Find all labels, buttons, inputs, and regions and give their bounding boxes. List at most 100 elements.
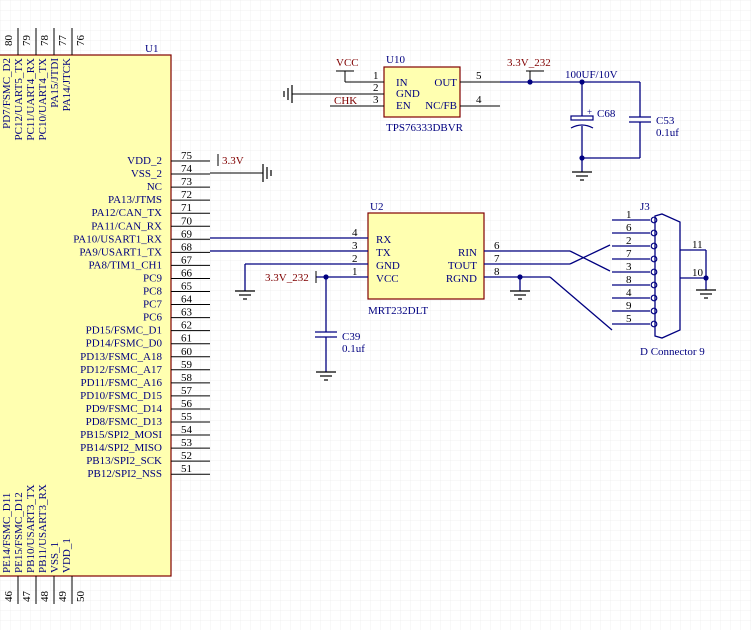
u10-pin-gnd: GND <box>396 88 420 100</box>
c68-value: 100UF/10V <box>565 69 618 81</box>
u1-bottom-pin-name: VDD_1 <box>61 538 73 573</box>
u1-pin-name: PD12/FSMC_A17 <box>80 364 162 376</box>
chk-net-port[interactable]: CHK <box>334 95 357 107</box>
u2-pin-num-7: 7 <box>494 253 500 265</box>
u1-top-pin-num: 77 <box>57 35 69 47</box>
u1-bottom-pin-name: PB10/USART3_TX <box>25 484 37 573</box>
j3-shell <box>654 213 681 339</box>
u1-pin-name: PD13/FSMC_A18 <box>80 351 162 363</box>
c53-capacitor[interactable]: C53 0.1uf <box>579 82 679 161</box>
c53-designator: C53 <box>656 115 675 127</box>
u2-pin-num-8: 8 <box>494 266 500 278</box>
rs232-wires[interactable] <box>484 244 613 331</box>
u2-pin-num-2: 2 <box>352 253 358 265</box>
u1-designator: U1 <box>145 43 158 55</box>
u1-pin-name: PD9/FSMC_D14 <box>86 403 163 415</box>
u10-part-number: TPS76333DBVR <box>386 122 464 134</box>
u10-gnd-ground[interactable] <box>283 85 293 103</box>
j3-pin-socket <box>650 307 658 315</box>
u1-top-pin-num: 76 <box>75 35 87 47</box>
c53-value: 0.1uf <box>656 127 679 139</box>
u1-pin-num: 68 <box>181 241 193 253</box>
u1-pin-name: PD14/FSMC_D0 <box>86 338 163 350</box>
u1-pin-name: PB13/SPI2_SCK <box>86 455 162 467</box>
u1-pin-name: PC6 <box>143 312 162 324</box>
u1-vdd2-power-port[interactable]: 3.3V <box>217 154 244 167</box>
u1-pin-num: 60 <box>181 346 193 358</box>
u10-pin-en: EN <box>396 100 411 112</box>
u10-pin-nc: NC/FB <box>425 100 457 112</box>
u1-bottom-pin-name: PB11/USART3_RX <box>37 484 49 573</box>
j3-pin-socket <box>650 229 658 237</box>
u2-pin-gnd: GND <box>376 260 400 272</box>
u2-vcc-net-label: 3.3V_232 <box>265 272 309 284</box>
u1-pin-num: 67 <box>181 254 193 266</box>
u1-bottom-pin-num: 49 <box>57 591 69 603</box>
u1-bottom-pin-name: VSS_1 <box>49 542 61 573</box>
c68-designator: C68 <box>597 108 616 120</box>
u1-bottom-pin-name: PE15/FSMC_D12 <box>13 492 25 573</box>
vcc-net-label: VCC <box>336 57 359 69</box>
j3-pin-num: 6 <box>626 222 632 234</box>
u10-pin-num-4: 4 <box>476 94 482 106</box>
u1-pin-num: 53 <box>181 437 193 449</box>
u10-pin-out: OUT <box>434 77 457 89</box>
j3-pin-num: 3 <box>626 261 632 273</box>
u1-pin-num: 62 <box>181 320 192 332</box>
u1-pin-num: 56 <box>181 398 193 410</box>
u1-pin-num: 72 <box>181 189 192 201</box>
u1-pin-num: 54 <box>181 424 193 436</box>
u1-top-pins: 80 79 78 77 76 PD7/FSMC_D2 PC12/UART5_TX… <box>1 28 87 141</box>
u2-pin-num-6: 6 <box>494 240 500 252</box>
u2-pin-rx: RX <box>376 234 391 246</box>
u10-pin-num-5: 5 <box>476 70 482 82</box>
u1-pin-num: 65 <box>181 281 193 293</box>
u1-pin-num: 58 <box>181 372 193 384</box>
u1-top-pin-name: PA14/JTCK <box>61 58 73 111</box>
u2-part-number: MRT232DLT <box>368 305 428 317</box>
u1-top-pin-name: PA15/JTDI <box>49 58 61 108</box>
u1-pin-num: 74 <box>181 163 193 175</box>
u1-pin-num: 52 <box>181 450 192 462</box>
c39-capacitor[interactable]: C39 0.1uf <box>342 331 365 355</box>
u1-pin-num: 57 <box>181 385 193 397</box>
u1-pin-num: 55 <box>181 411 193 423</box>
u1-pin-name: PB12/SPI2_NSS <box>87 468 162 480</box>
j3-pin-socket <box>650 294 658 302</box>
u1-body <box>0 54 172 577</box>
cap-gnd-ground[interactable] <box>572 171 592 181</box>
u1-component[interactable]: U1 80 79 78 77 76 PD7/FSMC_D2 PC12/UART5… <box>0 28 210 604</box>
u1-pin-name: PB14/SPI2_MISO <box>80 442 162 454</box>
u1-pin-name: PD11/FSMC_A16 <box>80 377 162 389</box>
u1-top-pin-name: PC10/UART4_TX <box>37 58 49 141</box>
u2-body <box>367 212 485 300</box>
u10-component[interactable]: U10 TPS76333DBVR IN GND EN OUT NC/FB 1 2… <box>292 54 500 134</box>
u1-vss2-ground[interactable] <box>210 164 272 182</box>
c68-capacitor[interactable]: 100UF/10V C68 + <box>565 69 618 172</box>
usart1-wires[interactable] <box>210 237 368 300</box>
u1-pin-num: 51 <box>181 463 192 475</box>
u2-pin-tout: TOUT <box>448 260 477 272</box>
j3-pin-num: 2 <box>626 235 632 247</box>
u1-pin-num: 71 <box>181 202 192 214</box>
u1-pin-num: 73 <box>181 176 193 188</box>
u1-bottom-pin-num: 50 <box>75 591 87 603</box>
u1-pin-name: VDD_2 <box>127 155 162 167</box>
u1-pin-name: PD8/FSMC_D13 <box>86 416 163 428</box>
u1-bottom-pin-name: PE14/FSMC_D11 <box>1 493 13 573</box>
j3-part: D Connector 9 <box>640 346 705 358</box>
u1-pin-name: VSS_2 <box>131 168 162 180</box>
u10-vcc-power-port[interactable]: VCC <box>336 57 359 82</box>
u2-component[interactable]: U2 MRT232DLT RX TX GND VCC RIN TOUT RGND… <box>352 201 500 317</box>
j3-pin-socket <box>650 255 658 263</box>
u1-pin-num: 66 <box>181 267 193 279</box>
u1-pin-name: PD15/FSMC_D1 <box>86 325 162 337</box>
u10-pin-num-3: 3 <box>373 94 379 106</box>
u1-pin-name: PA10/USART1_RX <box>73 233 162 245</box>
u2-vcc-net[interactable]: 3.3V_232 <box>265 271 368 381</box>
u1-pin-name: PA11/CAN_RX <box>91 220 162 232</box>
u1-top-pin-num: 78 <box>39 35 51 47</box>
u10-body <box>383 66 461 118</box>
